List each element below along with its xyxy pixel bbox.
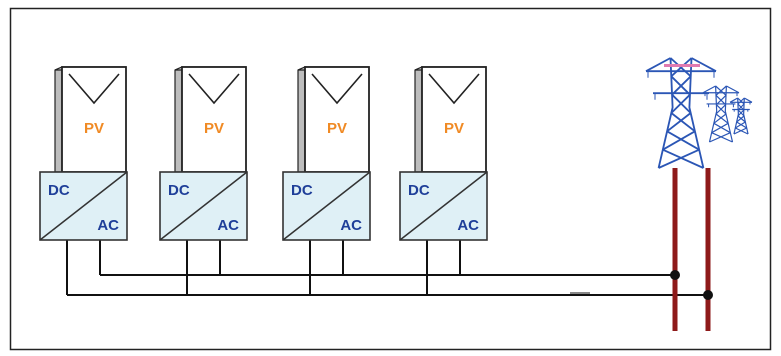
wiring — [66, 240, 708, 296]
dc-ac-converter-icon — [159, 171, 248, 241]
ac-label: AC — [457, 217, 479, 234]
converter-diagonal — [159, 171, 248, 241]
panel-side — [414, 66, 423, 173]
transmission-tower-icon — [729, 97, 753, 135]
tower-lattice — [662, 148, 704, 169]
inverter-unit-1: PV DC AC — [39, 66, 128, 241]
panel-mark — [188, 73, 240, 105]
tower-lattice — [713, 113, 727, 124]
pv-label: PV — [444, 120, 464, 137]
panel-mark — [428, 73, 480, 105]
panel-side — [174, 66, 183, 173]
dc-label: DC — [168, 182, 190, 199]
panel-side — [54, 66, 63, 173]
inverter-unit-2: PV DC AC — [159, 66, 248, 241]
junction-dot — [703, 290, 713, 300]
tower-strut — [729, 97, 738, 103]
tower-lattice — [734, 121, 746, 129]
pv-panel-icon — [174, 66, 247, 173]
tower-lattice — [715, 94, 727, 106]
dc-ac-converter-icon — [282, 171, 371, 241]
dc-ac-converter-icon — [39, 171, 128, 241]
grid-cable — [672, 168, 678, 331]
converter-diagonal — [282, 171, 371, 241]
tower-lattice — [670, 57, 693, 78]
tower-marker — [664, 64, 700, 67]
ac-label: AC — [217, 217, 239, 234]
panel-side — [297, 66, 306, 173]
tower-leg — [688, 57, 705, 169]
tower-lattice — [711, 122, 729, 134]
panel-face — [181, 66, 247, 173]
tower-leg — [657, 57, 674, 169]
tower-strut — [645, 57, 671, 73]
tower-lattice — [737, 109, 745, 117]
tower-strut — [726, 85, 740, 94]
tower-lattice — [709, 132, 731, 143]
tower-strut — [691, 57, 717, 73]
tower-lattice — [736, 115, 745, 123]
tower-lattice — [737, 103, 745, 111]
tower-lattice — [711, 132, 733, 143]
grid-connection — [670, 168, 713, 331]
tower-lattice — [666, 130, 700, 151]
tower-lattice — [658, 148, 700, 169]
tower-leg — [724, 85, 734, 143]
tower-lattice — [736, 121, 748, 129]
towers — [645, 57, 753, 169]
grid-cable — [705, 168, 711, 331]
tower-lattice — [715, 113, 729, 124]
ac-label: AC — [340, 217, 362, 234]
tower-lattice — [733, 127, 747, 135]
panel-face — [304, 66, 370, 173]
tower-lattice — [671, 75, 692, 96]
junction-dot — [670, 270, 680, 280]
tower-lattice — [737, 97, 745, 105]
tower-strut — [744, 97, 753, 103]
pv-panel-icon — [297, 66, 370, 173]
tower-lattice — [670, 112, 696, 133]
transmission-tower-icon — [645, 57, 717, 169]
tower-lattice — [715, 85, 727, 96]
ac-label: AC — [97, 217, 119, 234]
tower-lattice — [666, 112, 692, 133]
inverter-unit-3: PV DC AC — [282, 66, 371, 241]
pv-label: PV — [327, 120, 347, 137]
inverter-unit-4: PV DC AC — [399, 66, 488, 241]
tower-lattice — [662, 130, 696, 151]
tower-strut — [702, 85, 716, 94]
pv-label: PV — [84, 120, 104, 137]
pv-label: PV — [204, 120, 224, 137]
diagram-frame — [9, 7, 772, 351]
dc-label: DC — [291, 182, 313, 199]
dc-label: DC — [48, 182, 70, 199]
tower-lattice — [713, 122, 731, 134]
tower-lattice — [737, 115, 746, 123]
panel-mark — [68, 73, 120, 105]
transmission-tower-icon — [702, 85, 740, 143]
converter-diagonal — [39, 171, 128, 241]
converter-diagonal — [399, 171, 488, 241]
tower-lattice — [715, 104, 727, 115]
tower-lattice — [670, 94, 691, 114]
tower-leg — [708, 85, 718, 143]
panel-mark — [311, 73, 363, 105]
inverter-units: PV DC AC PV DC AC PV DC AC PV DC AC — [39, 66, 488, 241]
dc-ac-converter-icon — [399, 171, 488, 241]
dc-label: DC — [408, 182, 430, 199]
